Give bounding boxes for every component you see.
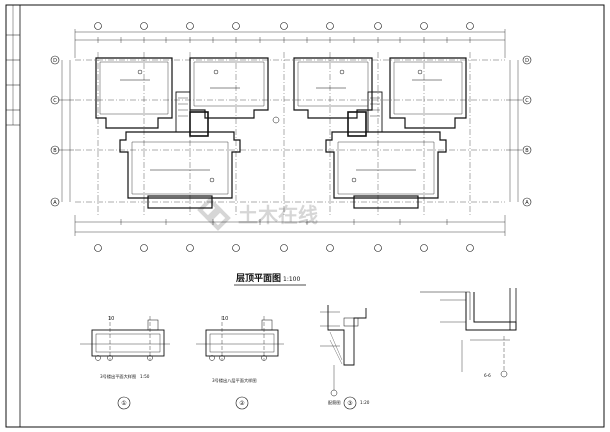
- roof-plan: [50, 22, 532, 252]
- detail-1-caption: 3号楼出平面大样图: [100, 373, 136, 380]
- section-6-6-label: 6-6: [484, 373, 491, 378]
- detail-1: [80, 316, 170, 410]
- drawing-title: 层顶平面图 1:100: [234, 273, 306, 286]
- drain-marks: [120, 69, 442, 183]
- detail-1-number: ①: [121, 400, 126, 407]
- detail-1-scale: 1:50: [140, 374, 150, 379]
- plan-title: 层顶平面图: [236, 273, 281, 284]
- detail-3-caption: 配筋图: [328, 399, 341, 406]
- axis-label-d-right: D: [525, 58, 529, 64]
- axis-label-b-right: B: [525, 148, 529, 154]
- axis-label-d: D: [53, 58, 57, 64]
- bottom-dimensions: [74, 215, 506, 236]
- side-dimensions: [58, 60, 522, 202]
- axis-label-c: C: [53, 98, 57, 104]
- detail-2: [196, 316, 284, 410]
- row-axis-labels: D C B A D C B A: [53, 58, 529, 206]
- grid-lines: [75, 52, 505, 215]
- detail-1-top-mark: 10: [108, 316, 114, 322]
- axis-label-a: A: [53, 200, 57, 206]
- detail-3-number: ③: [347, 400, 352, 407]
- detail-2-number: ②: [239, 400, 245, 407]
- axis-label-a-right: A: [525, 200, 529, 206]
- watermark: 土木在线: [197, 197, 318, 231]
- top-dimensions: [74, 29, 506, 58]
- plan-scale: 1:100: [283, 276, 300, 283]
- detail-2-top-mark: 10: [222, 316, 228, 322]
- stair-cores: [175, 91, 383, 137]
- axis-label-c-right: C: [525, 98, 529, 104]
- detail-3: [320, 305, 367, 410]
- watermark-text: 土木在线: [238, 203, 318, 227]
- section-6-6: [420, 288, 517, 378]
- sheet-border: [5, 4, 605, 428]
- upper-wings: [95, 57, 467, 129]
- axis-label-b: B: [53, 148, 57, 154]
- grid-bubbles: [50, 22, 532, 252]
- detail-2-caption: 3号楼出八层平面大样图: [212, 377, 257, 384]
- lower-wings: [119, 131, 447, 209]
- detail-3-scale: 1:20: [360, 400, 370, 405]
